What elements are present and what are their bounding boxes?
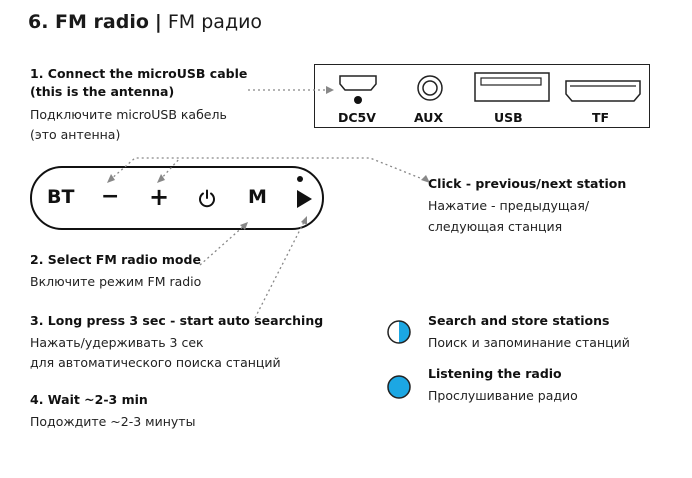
step1-ru-line2: (это антенна)	[30, 127, 121, 142]
dc-dot-icon	[354, 96, 362, 104]
power-icon[interactable]	[197, 188, 217, 208]
legend-search-ru: Поиск и запоминание станций	[428, 335, 630, 350]
minus-button[interactable]: −	[101, 184, 120, 209]
step1-ru-line1: Подключите microUSB кабель	[30, 107, 227, 122]
connector-panel	[314, 64, 650, 128]
step1-heading-line1: 1. Connect the microUSB cable	[30, 66, 248, 81]
microusb-port-icon	[338, 75, 378, 91]
usb-port-icon	[474, 72, 550, 102]
port-label-aux: AUX	[414, 110, 444, 125]
led-indicator	[297, 176, 303, 182]
title-ru: FM радио	[167, 11, 263, 33]
aux-port-icon	[416, 74, 444, 102]
title-bold: 6. FM radio	[28, 11, 149, 33]
title-separator: |	[154, 11, 162, 33]
legend-search-heading: Search and store stations	[428, 313, 610, 328]
step2-ru: Включите режим FM radio	[30, 274, 202, 289]
step1-heading-line2: (this is the antenna)	[30, 84, 175, 99]
mode-button[interactable]: M	[248, 186, 267, 208]
button-panel	[30, 166, 324, 230]
port-label-tf: TF	[592, 110, 610, 125]
legend-listen-ru: Прослушивание радио	[428, 388, 578, 403]
page-title: 6. FM radio|FM радио	[28, 11, 262, 33]
port-label-usb: USB	[494, 110, 523, 125]
step4-heading: 4. Wait ~2-3 min	[30, 392, 148, 407]
tf-slot-icon	[565, 80, 641, 102]
step4-ru: Подождите ~2-3 минуты	[30, 414, 196, 429]
bt-button[interactable]: BT	[47, 186, 75, 208]
step3-ru-line2: для автоматического поиска станций	[30, 355, 281, 370]
step3-ru-line1: Нажать/удерживать 3 сек	[30, 335, 204, 350]
plus-button[interactable]: +	[149, 183, 170, 211]
legend-listen-heading: Listening the radio	[428, 366, 562, 381]
play-icon[interactable]	[296, 189, 314, 209]
port-label-dc5v: DC5V	[338, 110, 376, 125]
click-ru-line1: Нажатие - предыдущая/	[428, 198, 590, 213]
filled-circle-icon	[386, 374, 412, 400]
click-ru-line2: следующая станция	[428, 219, 563, 234]
step3-heading: 3. Long press 3 sec - start auto searchi…	[30, 313, 324, 328]
click-heading: Click - previous/next station	[428, 176, 627, 191]
half-filled-circle-icon	[386, 319, 412, 345]
step2-heading: 2. Select FM radio mode	[30, 252, 201, 267]
